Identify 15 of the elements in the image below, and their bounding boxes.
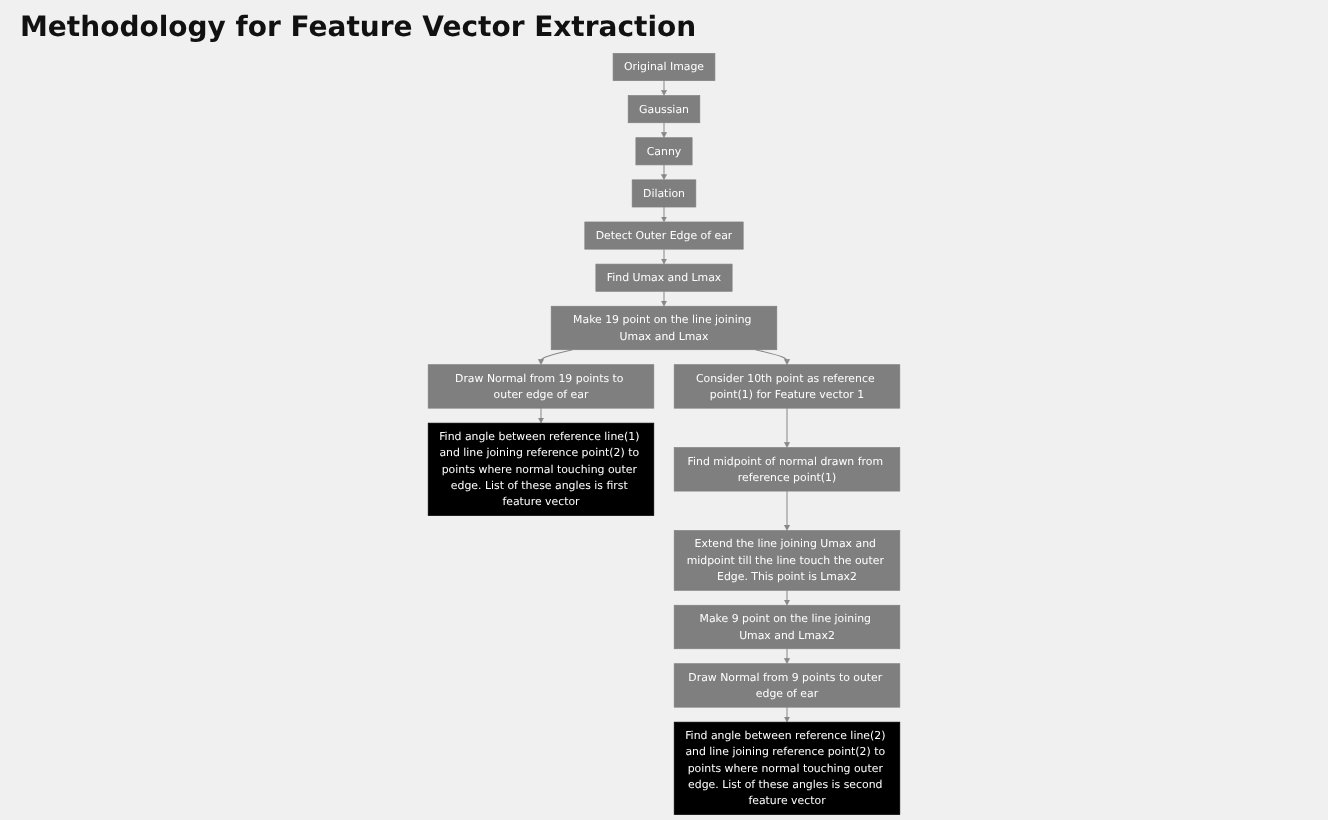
- arrow: [784, 490, 790, 531]
- arrow: [784, 706, 790, 723]
- arrow: [784, 648, 790, 664]
- arrow: [538, 407, 544, 424]
- arrow: [784, 589, 790, 606]
- arrow: [784, 407, 790, 448]
- arrow: [538, 349, 573, 365]
- arrow: [755, 349, 790, 365]
- arrow: [661, 164, 667, 181]
- arrow: [661, 206, 667, 223]
- arrow: [661, 122, 667, 138]
- arrow: [661, 290, 667, 307]
- arrow: [661, 80, 667, 96]
- arrow: [661, 248, 667, 265]
- title: Methodology for Feature Vector Extraction: [20, 12, 699, 44]
